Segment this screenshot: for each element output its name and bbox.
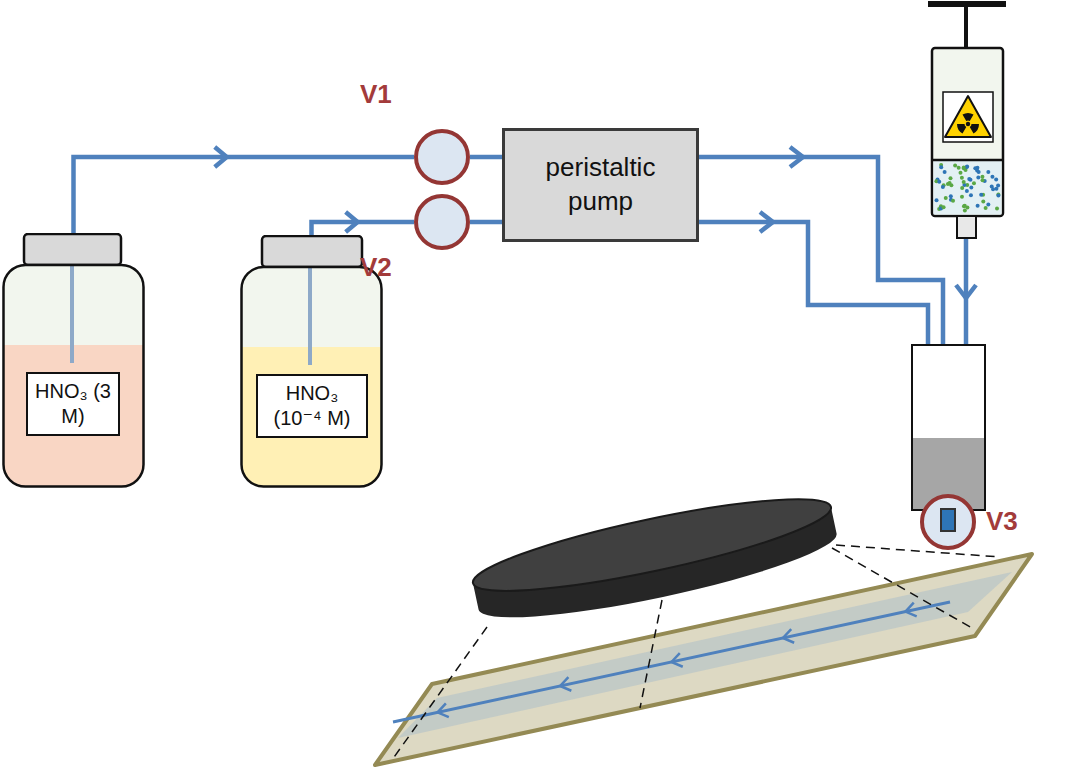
reagent-name: HNO₃ (10⁻⁴ M) (262, 381, 362, 431)
reagent-name: HNO₃ (3 M) (32, 379, 114, 429)
pipe-connector (312, 212, 415, 235)
valve: V1 (414, 129, 470, 185)
detector (468, 482, 842, 635)
valve: V3 (920, 494, 976, 550)
bottle-outline (2, 233, 145, 488)
valve-label: V1 (360, 81, 392, 107)
pipe-connector (470, 157, 502, 158)
pipe (697, 157, 943, 345)
valve-label: V2 (360, 254, 392, 280)
valve-outlet (940, 508, 956, 532)
pump-box: peristaltic pump (502, 128, 699, 242)
column (912, 345, 985, 510)
valve: V2 (414, 194, 470, 250)
leader-line (392, 545, 1000, 760)
bottle-label: HNO₃ (10⁻⁴ M) (256, 374, 368, 438)
pump-label: peristaltic pump (515, 151, 686, 219)
flow-arrow (956, 285, 976, 298)
valve-label: V3 (986, 508, 1018, 534)
pipe (964, 238, 969, 345)
flow-arrow (760, 212, 773, 232)
pipe-connector (470, 222, 502, 223)
syringe (928, 1, 1006, 238)
reagent-bottle: HNO₃ (3 M) (2, 233, 145, 488)
bottle-label: HNO₃ (3 M) (26, 372, 120, 436)
pipe (697, 222, 928, 345)
flow-arrow (790, 147, 803, 167)
